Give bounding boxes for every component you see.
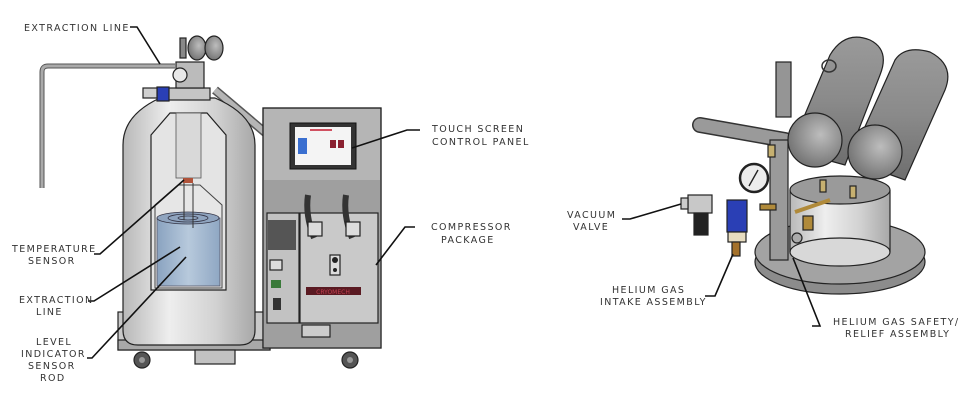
leader-lines-right xyxy=(622,203,822,327)
label-vacuum-valve-line2: VALVE xyxy=(573,222,609,233)
label-helium-safety-line2: RELIEF ASSEMBLY xyxy=(845,329,950,340)
label-level-line3: SENSOR xyxy=(28,361,76,372)
label-touch-screen-line2: CONTROL PANEL xyxy=(432,137,530,148)
leader-lines-left xyxy=(87,26,420,359)
labels-right: VACUUM VALVE HELIUM GAS INTAKE ASSEMBLY … xyxy=(567,210,960,340)
label-temperature-line1: TEMPERATURE xyxy=(11,244,96,255)
ballast-tanks xyxy=(787,36,949,181)
label-level-line4: ROD xyxy=(40,373,66,384)
label-vacuum-valve-line1: VACUUM xyxy=(567,210,616,221)
label-helium-intake-line1: HELIUM GAS xyxy=(612,285,685,296)
helium-intake-blue xyxy=(726,199,748,233)
label-compressor-line2: PACKAGE xyxy=(441,235,495,246)
pressure-gauge xyxy=(172,67,188,83)
label-extraction-line2: LINE xyxy=(36,307,63,318)
compressor-cabinet: CRYOMECH xyxy=(262,107,382,369)
label-extraction-line1: EXTRACTION xyxy=(19,295,94,306)
labels-left: EXTRACTION LINE TOUCH SCREEN CONTROL PAN… xyxy=(11,23,530,384)
temperature-sensor-tip xyxy=(183,178,193,183)
brand-plate-text: CRYOMECH xyxy=(316,289,350,296)
blue-fitting xyxy=(156,86,170,102)
dewar-system xyxy=(39,35,271,369)
label-extraction-line-top: EXTRACTION LINE xyxy=(24,23,130,34)
ballast-tank xyxy=(187,35,207,61)
label-temperature-line2: SENSOR xyxy=(28,256,76,267)
liquid-helium xyxy=(156,217,221,287)
brand-plate xyxy=(306,287,361,295)
label-helium-safety-line1: HELIUM GAS SAFETY/ xyxy=(833,317,960,328)
cold-head-assembly xyxy=(680,36,949,295)
label-compressor-line1: COMPRESSOR xyxy=(431,222,512,233)
label-level-line1: LEVEL xyxy=(36,337,72,348)
label-helium-intake-line2: INTAKE ASSEMBLY xyxy=(600,297,707,308)
label-touch-screen-line1: TOUCH SCREEN xyxy=(431,124,524,135)
label-level-line2: INDICATOR xyxy=(21,349,86,360)
vacuum-valve xyxy=(687,194,713,214)
